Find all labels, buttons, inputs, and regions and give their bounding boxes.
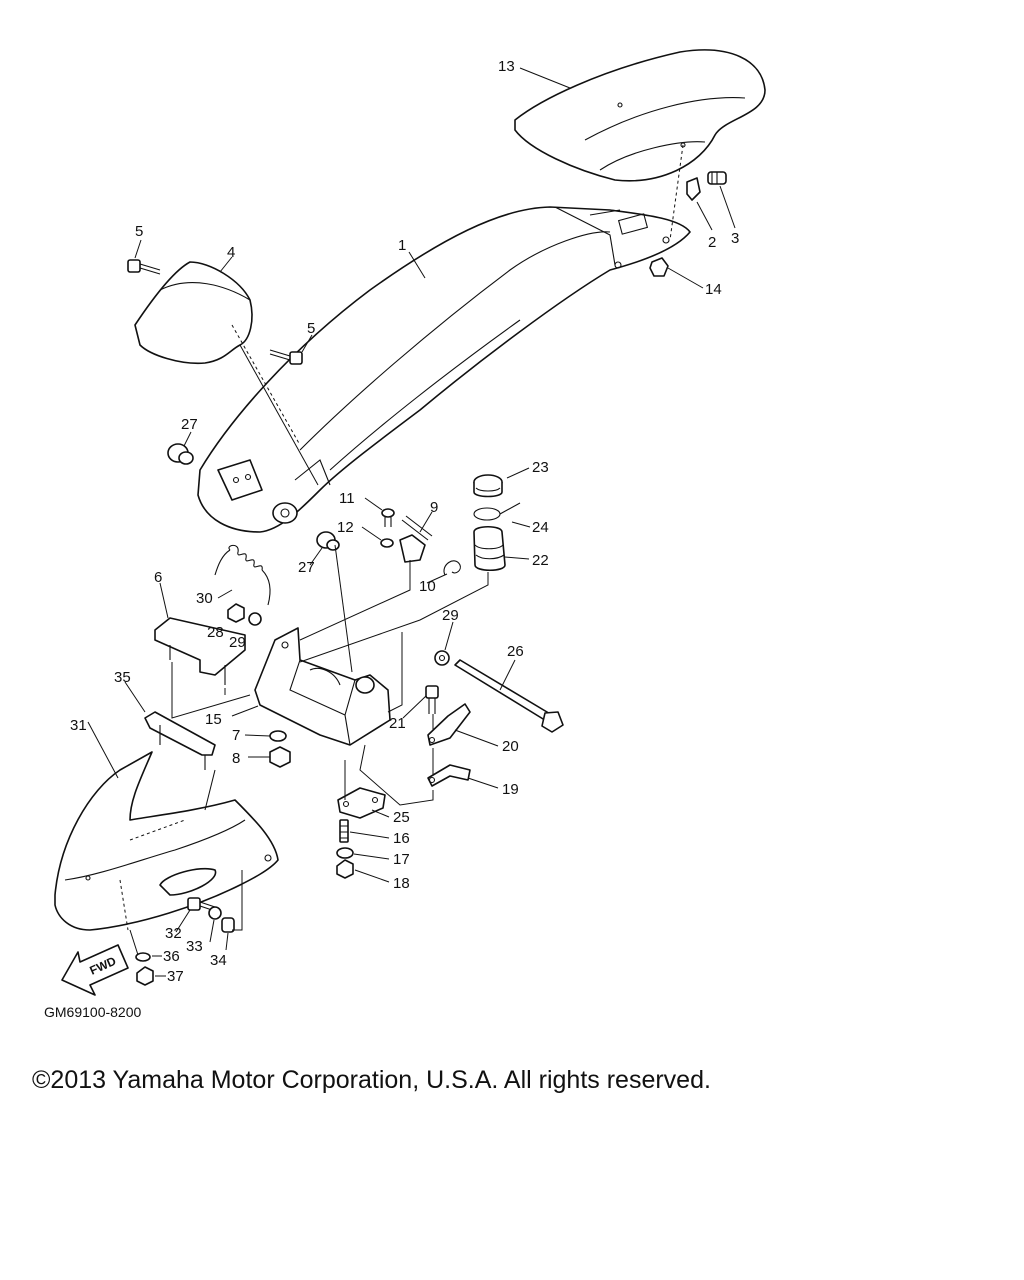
part-33-washer — [208, 906, 222, 920]
part-6-stopper — [154, 617, 246, 685]
callout-35: 35 — [114, 669, 131, 686]
part-24-band — [473, 502, 521, 521]
part-8-nut — [269, 746, 291, 768]
callout-24: 24 — [532, 519, 549, 536]
part-10-clip — [443, 560, 461, 576]
callout-36: 36 — [163, 948, 180, 965]
callout-29a: 29 — [229, 634, 246, 651]
part-30-spring — [214, 544, 271, 606]
callout-22: 22 — [532, 552, 549, 569]
part-28-nut — [227, 603, 245, 623]
callout-17: 17 — [393, 851, 410, 868]
assembly-guide-lines — [129, 344, 489, 956]
part-15-base — [254, 627, 391, 746]
callout-13: 13 — [498, 58, 515, 75]
callout-6: 6 — [154, 569, 162, 586]
callout-14: 14 — [705, 281, 722, 298]
part-27-bushing-a — [167, 443, 194, 465]
callout-1: 1 — [398, 237, 406, 254]
callout-25: 25 — [393, 809, 410, 826]
part-21-bolt — [425, 685, 439, 714]
fwd-arrow-icon: FWD — [61, 944, 129, 996]
part-2-clip — [686, 177, 701, 201]
callout-29b: 29 — [442, 607, 459, 624]
part-34-collar — [221, 917, 235, 933]
part-5-bolt-a — [127, 259, 161, 275]
callout-15: 15 — [205, 711, 222, 728]
callout-18: 18 — [393, 875, 410, 892]
callout-7: 7 — [232, 727, 240, 744]
callout-numbers: 13 1 2 3 14 4 5 5 27 11 12 9 10 23 24 22… — [70, 58, 739, 985]
callout-5b: 5 — [307, 320, 315, 337]
part-29-washer-a — [248, 612, 262, 626]
part-11-screw — [381, 508, 395, 527]
part-9-bracket — [399, 515, 433, 563]
callout-16: 16 — [393, 830, 410, 847]
part-7-washer — [269, 730, 287, 742]
part-20-bracket — [427, 703, 471, 746]
part-16-stud — [339, 819, 349, 843]
callout-2: 2 — [708, 234, 716, 251]
callout-26: 26 — [507, 643, 524, 660]
copyright-notice: ©2013 Yamaha Motor Corporation, U.S.A. A… — [32, 1066, 711, 1094]
callout-27b: 27 — [298, 559, 315, 576]
part-22-boot — [473, 525, 506, 572]
callout-37: 37 — [167, 968, 184, 985]
callout-33: 33 — [186, 938, 203, 955]
part-26-shaft — [454, 659, 564, 733]
part-12-washer — [380, 538, 394, 548]
part-36-washer — [135, 952, 151, 962]
callout-23: 23 — [532, 459, 549, 476]
part-3-bolt — [707, 171, 727, 185]
callout-4: 4 — [227, 244, 235, 261]
callout-28: 28 — [207, 624, 224, 641]
callout-leaders — [87, 67, 736, 977]
part-29-washer-b — [434, 650, 450, 666]
callout-21: 21 — [389, 715, 406, 732]
part-23-cap — [473, 474, 503, 498]
callout-31: 31 — [70, 717, 87, 734]
callout-9: 9 — [430, 499, 438, 516]
callout-27a: 27 — [181, 416, 198, 433]
part-31-front-cover — [54, 751, 279, 931]
callout-30: 30 — [196, 590, 213, 607]
drawing-code: GM69100-8200 — [44, 1004, 142, 1020]
callout-32: 32 — [165, 925, 182, 942]
callout-19: 19 — [502, 781, 519, 798]
part-37-nut — [136, 966, 154, 986]
callout-10: 10 — [419, 578, 436, 595]
part-19-bracket — [427, 764, 471, 787]
callout-3: 3 — [731, 230, 739, 247]
part-1-steering-pole — [197, 206, 691, 533]
part-35-bracket — [144, 711, 216, 770]
callout-8: 8 — [232, 750, 240, 767]
part-4-cover — [134, 261, 301, 446]
part-17-washer — [336, 847, 354, 859]
part-27-bushing-b — [316, 531, 340, 551]
part-13-seat-pad — [514, 49, 766, 182]
callout-5a: 5 — [135, 223, 143, 240]
part-18-nut — [336, 859, 354, 879]
callout-12: 12 — [337, 519, 354, 536]
part-5-bolt-b — [269, 349, 303, 365]
callout-34: 34 — [210, 952, 227, 969]
callout-20: 20 — [502, 738, 519, 755]
callout-11: 11 — [339, 490, 355, 507]
part-14-nut — [649, 257, 669, 277]
